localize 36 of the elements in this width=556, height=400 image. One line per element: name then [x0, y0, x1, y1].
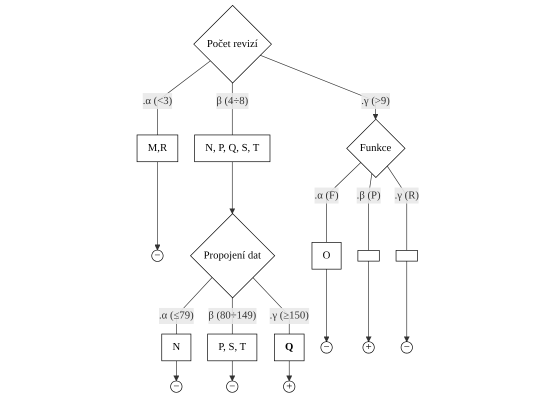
edge-label: .γ (>9)	[361, 95, 390, 106]
node-box: O	[312, 242, 342, 270]
edge-label: .β (P)	[356, 190, 381, 201]
node-circle: −	[400, 341, 413, 354]
node-box: N, P, Q, S, T	[194, 134, 270, 162]
arrow	[229, 161, 236, 214]
arrow	[173, 360, 180, 382]
edge-label: β (4÷8)	[216, 95, 248, 106]
node-box: P, S, T	[207, 334, 258, 362]
node-circle: −	[226, 380, 238, 393]
arrow	[286, 360, 292, 382]
node-circle: +	[362, 341, 375, 354]
node-diamond: Funkce	[346, 118, 406, 178]
node-circle: +	[283, 380, 296, 393]
arrow	[229, 360, 236, 382]
edge-label: .α (F)	[314, 190, 339, 201]
arrow	[154, 161, 160, 250]
connector	[368, 173, 372, 251]
node-box	[358, 250, 380, 262]
node-box: M,R	[136, 134, 178, 162]
edge-label: .α (<3)	[142, 95, 172, 106]
edge-label: β (80÷149)	[208, 310, 256, 322]
node-diamond: Počet revizí	[193, 4, 272, 84]
node-box: N	[161, 334, 192, 362]
node-box	[396, 250, 418, 262]
node-circle: −	[320, 341, 333, 354]
arrow	[404, 260, 410, 342]
arrow	[366, 260, 372, 342]
arrow	[324, 268, 330, 342]
edge-label: .γ (≥150)	[270, 310, 309, 322]
node-box: Q	[274, 334, 304, 362]
node-circle: −	[151, 250, 164, 262]
edge-label: .γ (R)	[394, 190, 419, 201]
edge-label: .α (≤79)	[158, 310, 194, 322]
node-diamond: Propojení dat	[190, 213, 276, 298]
node-circle: −	[170, 380, 182, 393]
